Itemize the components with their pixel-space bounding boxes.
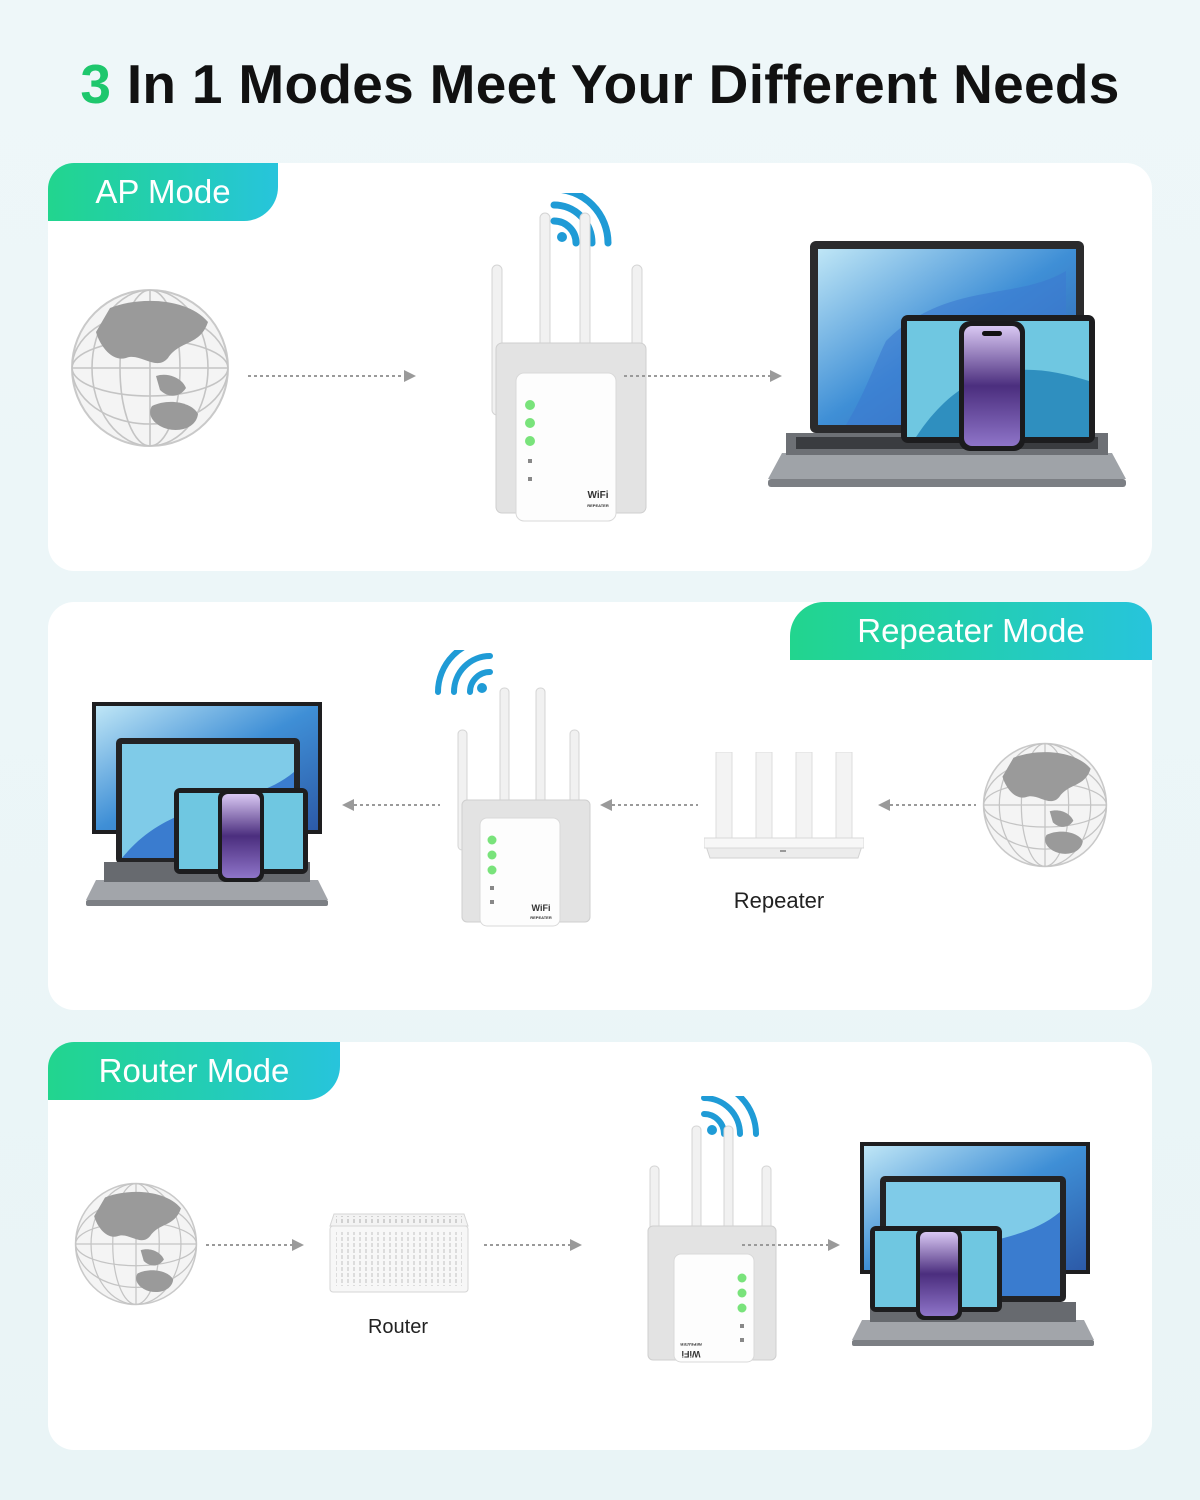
ap-mode-panel: AP Mode	[48, 163, 1152, 571]
repeater-mode-label: Repeater Mode	[857, 612, 1085, 649]
arrow-right-icon	[624, 369, 784, 383]
arrow-right-icon	[248, 369, 418, 383]
arrow-right-icon	[484, 1238, 584, 1252]
arrow-left-icon	[876, 798, 976, 812]
wifi-extender-device: WiFi REPEATER	[596, 1096, 796, 1376]
globe-icon	[74, 1182, 198, 1306]
device-wifi-text: WiFi	[587, 490, 609, 501]
globe-icon	[982, 742, 1108, 868]
modem-box-icon	[328, 1212, 470, 1298]
device-wifi-text: WiFi	[681, 1349, 701, 1359]
arrow-right-icon	[206, 1238, 306, 1252]
arrow-left-icon	[598, 798, 698, 812]
title-text: In 1 Modes Meet Your Different Needs	[126, 53, 1120, 115]
ap-mode-tag: AP Mode	[48, 163, 278, 221]
arrow-right-icon	[742, 1238, 842, 1252]
device-repeater-text: REPEATER	[530, 915, 552, 920]
router-mode-panel: Router Mode	[48, 1042, 1152, 1450]
device-wifi-text: WiFi	[531, 903, 551, 913]
devices-tv-laptop-tablet-phone-icon	[852, 1142, 1098, 1352]
devices-laptop-tablet-phone-icon	[766, 241, 1126, 493]
wifi-extender-device: WiFi REPEATER	[434, 193, 664, 523]
globe-icon	[70, 288, 230, 448]
ap-mode-label: AP Mode	[95, 173, 231, 210]
wifi-extender-device: WiFi REPEATER	[428, 650, 628, 930]
router-caption: Router	[367, 1316, 429, 1338]
title-number: 3	[80, 53, 112, 115]
repeater-mode-panel: Repeater Mode	[48, 602, 1152, 1010]
device-repeater-text: REPEATER	[680, 1342, 702, 1347]
repeater-caption: Repeater	[733, 888, 825, 913]
router-mode-label: Router Mode	[98, 1052, 290, 1089]
page-title: 3 In 1 Modes Meet Your Different Needs	[0, 52, 1200, 116]
repeater-mode-tag: Repeater Mode	[790, 602, 1152, 660]
device-repeater-text: REPEATER	[587, 503, 609, 508]
router-mode-tag: Router Mode	[48, 1042, 340, 1100]
router-icon	[704, 752, 864, 862]
arrow-left-icon	[340, 798, 440, 812]
devices-tv-laptop-tablet-phone-icon	[86, 702, 336, 912]
